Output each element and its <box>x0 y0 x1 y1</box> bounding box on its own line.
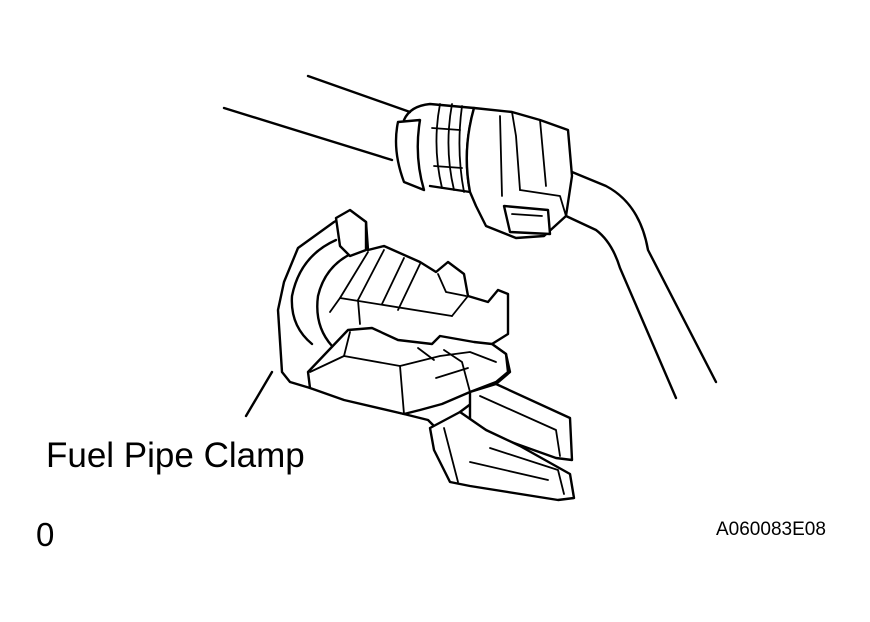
quick-connector <box>394 102 574 240</box>
clamp-body <box>276 208 576 502</box>
callout-leader-line <box>244 370 274 418</box>
fuel-pipe-clamp-label: Fuel Pipe Clamp <box>46 436 305 475</box>
figure-code: A060083E08 <box>716 519 826 540</box>
fuel-pipe <box>222 74 718 400</box>
corner-mark: 0 <box>36 516 55 553</box>
